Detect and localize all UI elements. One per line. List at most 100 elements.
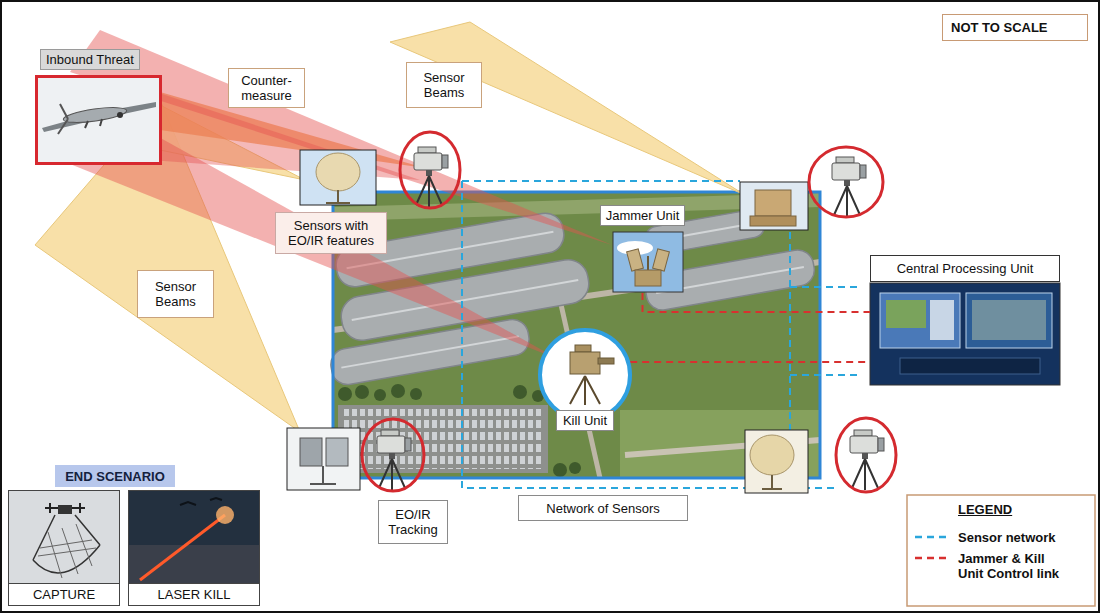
eo-ir-camera — [377, 430, 411, 490]
note-box: NOT TO SCALE — [942, 14, 1088, 41]
computer-screens — [870, 283, 1060, 385]
radar-sensor — [755, 190, 791, 216]
radar-sensor — [300, 150, 376, 205]
node-text: NOT TO SCALE — [951, 20, 1048, 35]
legend-panel — [915, 557, 950, 560]
eo-ir-camera — [400, 132, 460, 208]
node-text: Sensors with EO/IR features — [280, 218, 382, 248]
drone-picture — [38, 78, 159, 162]
computer-screens — [972, 300, 1046, 340]
radar-sensor — [326, 438, 348, 466]
kill-unit-picture — [540, 330, 630, 420]
scenario-panel: CAPTURE — [8, 490, 120, 606]
node-text: Jammer Unit — [600, 205, 685, 226]
aerial-photo — [553, 463, 567, 477]
drone-picture — [58, 104, 68, 134]
kill-unit-circle: Kill Unit — [538, 328, 632, 434]
laser-kill-picture — [129, 545, 259, 583]
legend-panel — [907, 495, 1095, 606]
capture-picture — [9, 491, 119, 583]
callout-box: Sensor Beams — [137, 270, 214, 318]
aerial-photo — [391, 384, 405, 398]
legend-item: Jammer & Kill Unit Control link — [958, 551, 1068, 581]
callout-box: Counter- measure — [228, 68, 305, 108]
aerial-photo — [338, 387, 352, 401]
node-text: Sensor Beams — [411, 70, 477, 100]
aerial-photo — [513, 385, 527, 399]
jammer-picture — [627, 249, 644, 271]
drone-picture — [42, 102, 156, 132]
laser-kill-picture — [129, 491, 259, 583]
legend-item: Sensor network — [958, 530, 1088, 545]
node-text: Kill Unit — [556, 410, 614, 431]
radar-sensor — [287, 428, 360, 490]
node-text: LASER KILL — [129, 583, 259, 605]
computer-screens — [870, 283, 1060, 385]
sensor-network-line — [462, 181, 838, 488]
radar-sensor — [750, 435, 794, 475]
radar-sensor — [310, 466, 336, 484]
aerial-photo — [355, 385, 369, 399]
computer-screens — [966, 293, 1052, 348]
node-text: Counter- measure — [233, 73, 300, 103]
radar-sensor — [300, 438, 322, 466]
scenario-band: END SCENARIO — [55, 465, 175, 487]
eo-ir-camera — [832, 157, 866, 217]
laser-kill-picture — [216, 506, 234, 524]
computer-screens — [930, 300, 954, 340]
aerial-photo — [374, 389, 386, 401]
sensor-network-line — [789, 232, 791, 432]
aerial-photo — [410, 388, 422, 400]
aerial-photo — [328, 208, 816, 387]
eo-ir-camera — [362, 419, 424, 491]
node-text: END SCENARIO — [65, 469, 165, 484]
control-link — [630, 361, 870, 363]
laser-kill-picture — [140, 515, 225, 580]
kill-unit-picture — [598, 358, 614, 364]
capture-picture — [58, 505, 72, 514]
legend-text: Jammer & Kill Unit Control link — [958, 551, 1068, 581]
callout-box: EO/IR Tracking — [378, 500, 448, 544]
eo-ir-camera — [362, 419, 424, 491]
control-link — [643, 293, 871, 312]
jammer-picture — [613, 232, 683, 292]
circle-outline — [540, 330, 630, 420]
radar-sensor — [762, 475, 782, 489]
label-text: LEGEND — [958, 502, 1012, 517]
callout-box: Sensor Beams — [406, 62, 482, 108]
aerial-photo — [569, 462, 581, 474]
sensor-network-line — [790, 286, 862, 288]
sensor-beams — [390, 22, 745, 195]
radar-sensor — [287, 428, 360, 490]
laser-kill-picture — [129, 491, 259, 583]
eo-ir-camera — [836, 418, 896, 492]
eo-ir-camera — [809, 147, 883, 217]
eo-ir-camera — [809, 147, 883, 217]
kill-unit-picture — [570, 352, 600, 374]
callout-box: Network of Sensors — [518, 495, 688, 521]
eo-ir-camera — [836, 418, 896, 492]
jammer-picture — [613, 232, 683, 292]
processing-unit: Central Processing Unit — [870, 255, 1060, 385]
capture-picture — [9, 491, 119, 583]
capture-picture — [38, 524, 96, 578]
eo-ir-camera — [850, 430, 884, 490]
jammer-picture — [653, 249, 670, 271]
aerial-photo — [342, 409, 544, 469]
radar-sensor — [316, 153, 360, 191]
capture-picture — [45, 503, 85, 513]
radar-sensor — [740, 182, 808, 230]
legend-text: Sensor network — [958, 530, 1088, 545]
circle-outline — [538, 328, 632, 422]
computer-screens — [880, 293, 960, 348]
sensor-network-line — [462, 180, 740, 182]
callout-box: Sensors with EO/IR features — [275, 212, 387, 254]
drone-picture — [38, 78, 159, 162]
eo-ir-camera — [414, 147, 448, 207]
node-text: Network of Sensors — [546, 501, 659, 516]
drone-picture — [62, 105, 127, 126]
radar-sensor — [740, 182, 808, 230]
